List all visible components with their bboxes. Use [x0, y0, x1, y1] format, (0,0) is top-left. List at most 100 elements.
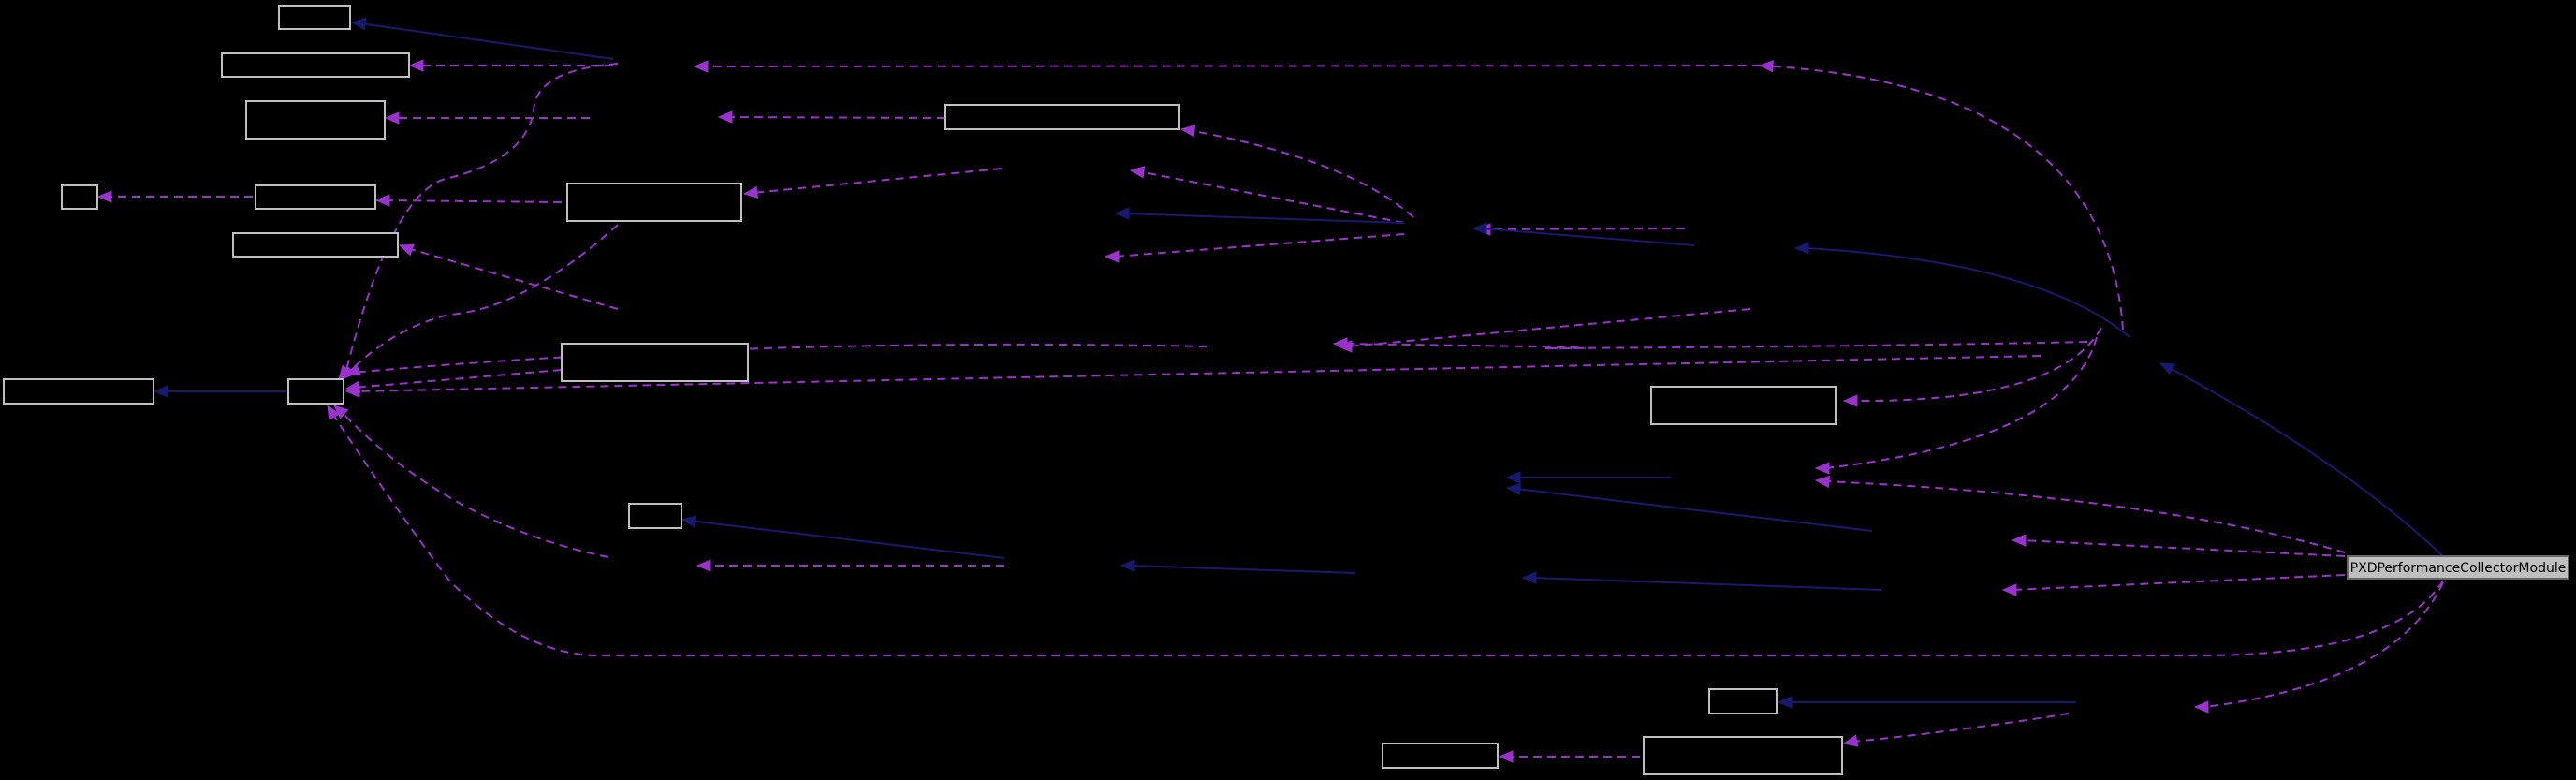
arrowhead-icon	[2193, 700, 2209, 714]
graph-node-box[interactable]	[278, 5, 351, 30]
usage-edge	[341, 411, 609, 558]
inheritance-edge	[1515, 488, 1873, 532]
arrowhead-icon	[717, 110, 733, 124]
graph-node[interactable]	[3, 378, 154, 405]
graph-node[interactable]	[628, 503, 682, 529]
graph-node-box[interactable]	[628, 503, 682, 529]
graph-node-box[interactable]	[1643, 736, 1843, 775]
graph-node[interactable]	[232, 232, 399, 258]
arrowhead-icon	[1793, 242, 1809, 255]
graph-node-box[interactable]	[566, 183, 742, 222]
usage-edge	[1338, 341, 2088, 349]
graph-edges	[96, 17, 2444, 763]
graph-node-box[interactable]	[221, 52, 410, 78]
arrowhead-icon	[1179, 125, 1196, 138]
graph-node-box[interactable]	[1382, 743, 1499, 769]
arrowhead-icon	[1814, 475, 1831, 489]
graph-node-box[interactable]	[3, 378, 154, 405]
arrowhead-icon	[333, 405, 349, 419]
arrowhead-icon	[1104, 250, 1120, 263]
arrowhead-icon	[1521, 571, 1537, 584]
inheritance-edge	[1530, 577, 1882, 591]
graph-node[interactable]	[61, 184, 98, 210]
arrowhead-icon	[681, 515, 697, 528]
arrowhead-icon	[344, 385, 360, 398]
arrowhead-icon	[344, 363, 361, 375]
root-node-box[interactable]	[2347, 555, 2569, 580]
graph-node[interactable]	[1382, 743, 1499, 769]
graph-node-box[interactable]	[287, 378, 344, 405]
graph-node[interactable]	[561, 343, 749, 382]
graph-node[interactable]	[1643, 736, 1843, 775]
graph-node-box[interactable]	[944, 104, 1180, 130]
arrowhead-icon	[1120, 559, 1135, 572]
graph-node[interactable]	[221, 52, 410, 78]
usage-edge	[330, 411, 2444, 656]
arrowhead-icon	[742, 185, 759, 199]
inheritance-edge	[1806, 247, 2130, 338]
arrowhead-icon	[1471, 222, 1487, 235]
usage-edge	[2012, 574, 2346, 591]
usage-edge	[1484, 228, 1686, 230]
arrowhead-icon	[398, 243, 415, 257]
usage-edge	[350, 343, 1208, 374]
graph-node-box[interactable]	[232, 232, 399, 258]
graph-node-box[interactable]	[561, 343, 749, 382]
graph-node[interactable]	[255, 184, 376, 210]
arrowhead-icon	[384, 111, 400, 125]
root-node-label[interactable]: PXDPerformanceCollectorModule	[2350, 561, 2567, 576]
arrowhead-icon	[1332, 337, 1348, 350]
graph-node-box[interactable]	[1650, 386, 1837, 425]
graph-node[interactable]	[245, 100, 386, 140]
arrowhead-icon	[1505, 482, 1522, 496]
usage-edge	[384, 199, 563, 203]
usage-edge	[725, 116, 946, 119]
graph-node[interactable]	[278, 5, 351, 30]
usage-edge	[2203, 581, 2444, 708]
inheritance-edge	[1129, 565, 1356, 574]
usage-edge	[1137, 170, 1405, 224]
arrowhead-icon	[1505, 471, 1521, 484]
usage-edge	[406, 247, 619, 310]
usage-edge	[1188, 129, 1414, 218]
arrowhead-icon	[1114, 207, 1130, 220]
arrowhead-icon	[1777, 696, 1793, 709]
root-node[interactable]: PXDPerformanceCollectorModule	[2347, 555, 2569, 580]
arrowhead-icon	[1814, 462, 1830, 475]
arrowhead-icon	[695, 559, 711, 572]
graph-nodes	[3, 5, 1843, 775]
arrowhead-icon	[1842, 734, 1859, 747]
usage-edge	[1852, 713, 2070, 743]
usage-edge	[353, 355, 2042, 392]
arrowhead-icon	[1758, 60, 1774, 73]
graph-node[interactable]	[1650, 386, 1837, 425]
arrowhead-icon	[327, 404, 341, 420]
usage-edge	[345, 224, 619, 375]
inheritance-edge	[688, 520, 1005, 559]
usage-edge	[1824, 480, 2346, 553]
graph-node-box[interactable]	[255, 184, 376, 210]
inheritance-edge	[1480, 228, 1695, 246]
graph-node-box[interactable]	[1708, 688, 1778, 714]
arrowhead-icon	[408, 59, 424, 72]
inheritance-edge	[359, 22, 614, 60]
arrowhead-icon	[350, 17, 367, 31]
graph-node-box[interactable]	[245, 100, 386, 140]
usage-edge	[1113, 233, 1405, 258]
graph-node-box[interactable]	[61, 184, 98, 210]
graph-node[interactable]	[944, 104, 1180, 130]
arrowhead-icon	[96, 190, 112, 203]
inheritance-edge	[2167, 366, 2444, 557]
usage-edge	[1759, 65, 2124, 331]
graph-node[interactable]	[566, 183, 742, 222]
graph-node[interactable]	[1708, 688, 1778, 714]
arrowhead-icon	[2001, 583, 2017, 596]
graph-node[interactable]	[287, 378, 344, 405]
usage-edge	[2021, 539, 2346, 557]
arrowhead-icon	[1498, 750, 1514, 763]
usage-edge	[353, 369, 563, 389]
arrowhead-icon	[2159, 362, 2175, 375]
arrowhead-icon	[693, 60, 709, 73]
arrowhead-icon	[374, 194, 390, 207]
usage-edge	[752, 168, 1003, 194]
